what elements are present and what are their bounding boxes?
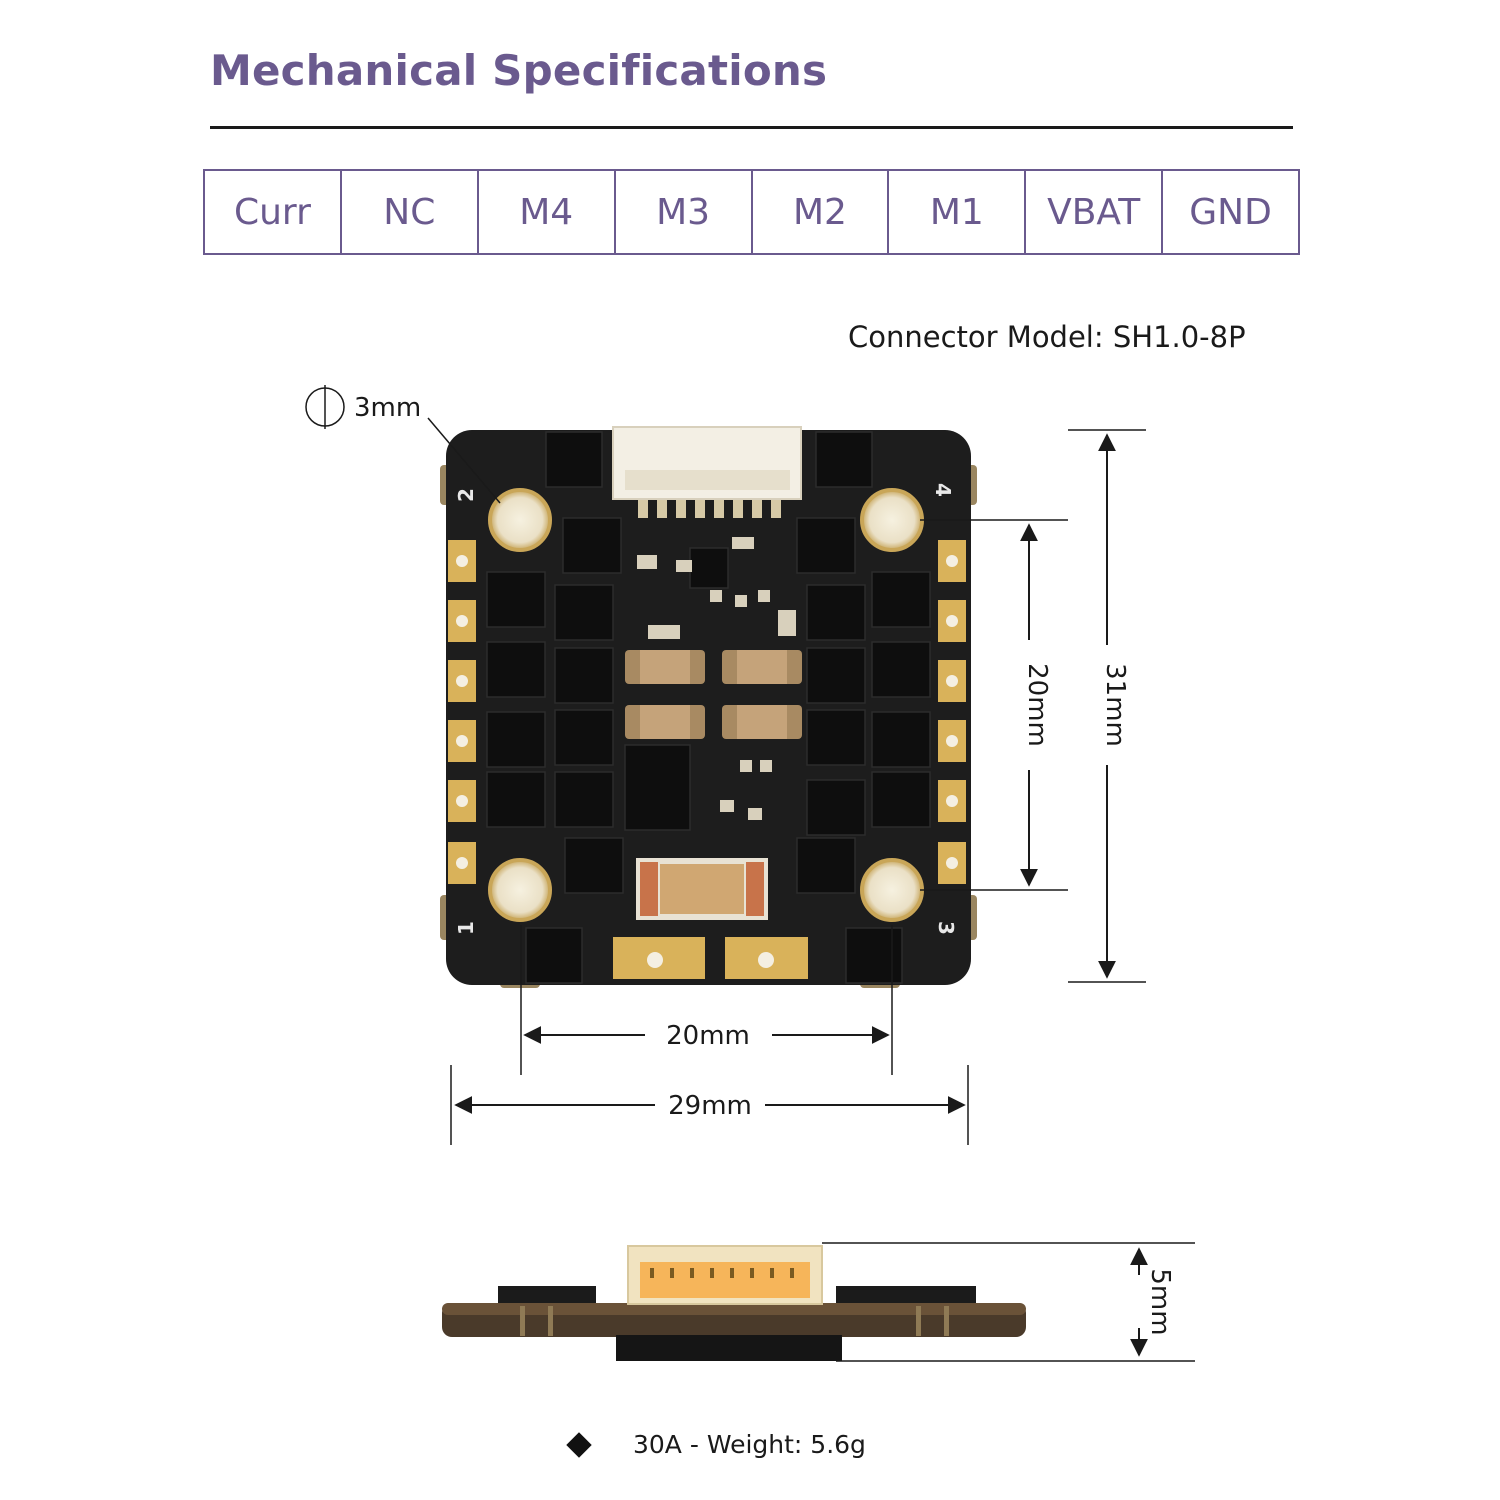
title-divider xyxy=(210,126,1293,129)
mount-vertical-label: 20mm xyxy=(1022,663,1052,747)
pad-number: 1 xyxy=(454,921,478,935)
pin-cell: Curr xyxy=(203,169,342,255)
esc-board-side-view xyxy=(442,1245,1026,1361)
pinout-row: Curr NC M4 M3 M2 M1 VBAT GND xyxy=(203,169,1300,255)
esc-board-top-view: 2 4 1 3 xyxy=(440,426,977,988)
pin-cell: NC xyxy=(339,169,479,255)
weight-note: 30A - Weight: 5.6g xyxy=(633,1430,866,1459)
pin-cell: M4 xyxy=(476,169,616,255)
pin-cell: M3 xyxy=(613,169,753,255)
pin-cell: GND xyxy=(1161,169,1300,255)
board-height-dimension: 31mm xyxy=(1098,433,1130,979)
pin-cell: VBAT xyxy=(1024,169,1164,255)
mount-spacing-vertical: 20mm xyxy=(1020,523,1052,887)
board-height-label: 31mm xyxy=(1100,663,1130,747)
pin-cell: M2 xyxy=(750,169,890,255)
hole-diameter-label: 3mm xyxy=(354,393,421,423)
bullet-diamond-icon xyxy=(566,1432,592,1458)
page-title: Mechanical Specifications xyxy=(210,46,828,95)
pad-number: 3 xyxy=(934,921,958,935)
board-width-dimension: 29mm xyxy=(454,1091,966,1121)
pinout-table: Curr NC M4 M3 M2 M1 VBAT GND xyxy=(203,169,1300,255)
hole-diameter-annotation: 3mm xyxy=(305,385,501,504)
mount-horizontal-label: 20mm xyxy=(666,1021,750,1051)
pin-cell: M1 xyxy=(887,169,1027,255)
pad-number: 2 xyxy=(454,488,478,502)
connector-model-label: Connector Model: SH1.0-8P xyxy=(848,320,1246,354)
thickness-dimension: 5mm xyxy=(822,1242,1195,1362)
mount-spacing-horizontal: 20mm xyxy=(523,1021,890,1051)
pad-number: 4 xyxy=(931,483,955,497)
board-width-label: 29mm xyxy=(668,1091,752,1121)
thickness-label: 5mm xyxy=(1145,1268,1175,1335)
